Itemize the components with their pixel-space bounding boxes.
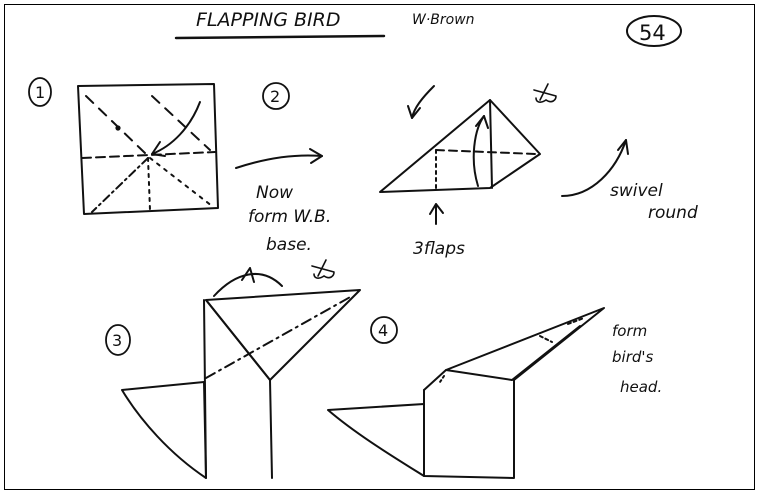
flaps-arrow <box>430 204 443 224</box>
step-3: 3 <box>106 260 360 478</box>
neck-dot <box>440 376 444 382</box>
fold-line-vertical <box>148 158 150 210</box>
diagonal-fold-upper-left <box>86 96 146 154</box>
bird-base-shape <box>380 100 540 192</box>
step-2-number: 2 <box>270 87 280 106</box>
head-edge <box>206 300 270 380</box>
fold-arrow <box>152 102 200 154</box>
bird-base-fold-dashed <box>436 150 536 154</box>
step-4-note-line-3: head. <box>620 378 662 396</box>
neck-edge <box>512 326 580 380</box>
swivel-label-line-1: swivel <box>610 181 663 201</box>
fold-line-horizontal <box>82 152 215 158</box>
flaps-label: 3flaps <box>413 239 465 259</box>
body-top <box>424 370 512 390</box>
pivot-symbol <box>534 84 556 102</box>
step-4-number: 4 <box>378 321 388 340</box>
step-4-note-line-2: bird's <box>612 348 654 366</box>
swivel-label-line-2: round <box>648 203 698 223</box>
step-2-note-line-3: base. <box>266 235 312 255</box>
step-2-note-line-2: form W.B. <box>248 207 331 227</box>
title-underline <box>176 36 384 38</box>
step-4: 4 form bird's head. <box>328 308 662 478</box>
step-2-note-line-1: Now <box>256 183 293 203</box>
next-arrow <box>236 156 322 169</box>
step-3-number: 3 <box>112 331 122 350</box>
paper-square <box>78 84 218 214</box>
body-sides <box>204 300 272 478</box>
pivot-symbol-2 <box>312 260 334 278</box>
author-name: W·Brown <box>412 12 475 28</box>
page-number: 54 <box>639 21 666 45</box>
reverse-fold-arrow <box>214 274 282 296</box>
step-1-number: 1 <box>35 83 45 102</box>
step-4-note-line-1: form <box>612 322 647 340</box>
tail-flap <box>328 404 424 476</box>
step-1: 1 <box>29 78 218 214</box>
head-fold-dots <box>540 336 552 342</box>
dot-mark <box>116 126 119 129</box>
tail-flap <box>122 382 206 478</box>
body <box>424 380 514 478</box>
page-title: FLAPPING BIRD <box>196 9 340 31</box>
step-2: 2 Now form W.B. base. 3flaps swivel roun… <box>236 83 698 259</box>
diagonal-fold-lower-left <box>92 158 148 212</box>
bird-base-centerline <box>490 100 492 188</box>
diagonal-fold-lower-right <box>150 158 212 206</box>
head-fold-line <box>206 296 352 378</box>
